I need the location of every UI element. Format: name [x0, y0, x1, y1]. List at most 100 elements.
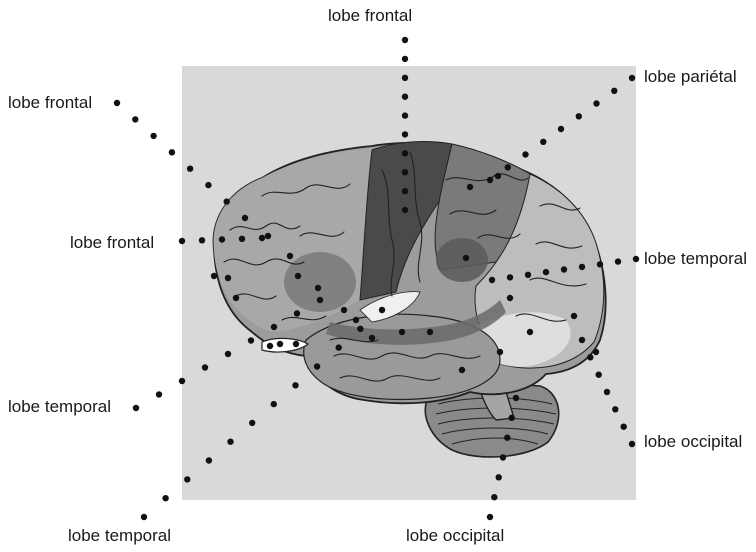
label-lobe-frontal-top: lobe frontal — [328, 6, 412, 26]
leader-lobe-frontal-mid-left — [179, 235, 265, 244]
leader-dot — [621, 424, 627, 430]
leader-lobe-temporal-lower-left — [133, 297, 323, 411]
leader-dot — [540, 139, 546, 145]
leader-dot — [179, 238, 185, 244]
leader-dot — [248, 337, 254, 343]
leader-dot — [596, 372, 602, 378]
leader-dot — [633, 256, 639, 262]
leader-dot — [379, 307, 385, 313]
leader-dot — [169, 149, 175, 155]
leader-dot — [206, 457, 212, 463]
region-marker-dot — [277, 341, 283, 347]
leader-dot — [132, 116, 138, 122]
leader-dot — [509, 415, 515, 421]
region-marker-dot — [225, 275, 231, 281]
leader-dot — [402, 131, 408, 137]
leader-dot — [141, 514, 147, 520]
leader-dot — [402, 112, 408, 118]
leader-dot — [205, 182, 211, 188]
leader-dot — [487, 177, 493, 183]
leader-lobe-temporal-right — [489, 256, 639, 283]
leader-dot — [225, 351, 231, 357]
leader-dot — [629, 75, 635, 81]
region-marker-dot — [353, 317, 359, 323]
leader-dot — [402, 207, 408, 213]
label-lobe-temporal-bottom-left: lobe temporal — [68, 526, 171, 546]
leader-dot — [500, 454, 506, 460]
leader-lobe-frontal-upper-left — [114, 100, 248, 221]
leader-dot — [587, 354, 593, 360]
leader-dot — [611, 88, 617, 94]
leader-dot — [579, 264, 585, 270]
region-marker-dot — [369, 335, 375, 341]
leader-dot — [271, 324, 277, 330]
leader-dot — [249, 420, 255, 426]
leader-dot — [202, 364, 208, 370]
region-marker-dot — [427, 329, 433, 335]
leader-dot — [314, 363, 320, 369]
leader-dot — [219, 236, 225, 242]
region-marker-dot — [467, 184, 473, 190]
region-marker-dot — [497, 349, 503, 355]
leader-dot — [357, 326, 363, 332]
region-marker-dot — [341, 307, 347, 313]
leader-dot — [402, 75, 408, 81]
leader-dot — [292, 382, 298, 388]
region-marker-dot — [399, 329, 405, 335]
leader-dot — [133, 405, 139, 411]
leader-dot — [114, 100, 120, 106]
leader-lobe-temporal-bottom-left — [141, 307, 385, 520]
label-lobe-frontal-mid-left: lobe frontal — [70, 233, 154, 253]
region-marker-dot — [495, 173, 501, 179]
leader-dot — [402, 188, 408, 194]
leader-dot — [543, 269, 549, 275]
leader-dot — [615, 258, 621, 264]
leader-dot — [227, 439, 233, 445]
leader-dot — [505, 164, 511, 170]
leader-dot — [558, 126, 564, 132]
leader-dot — [184, 476, 190, 482]
leader-dot — [629, 441, 635, 447]
label-lobe-temporal-right: lobe temporal — [644, 249, 747, 269]
leader-dot — [239, 236, 245, 242]
leader-dot — [242, 215, 248, 221]
leader-lobe-frontal-top — [402, 37, 408, 213]
region-marker-dot — [315, 285, 321, 291]
leader-dot — [597, 261, 603, 267]
region-marker-dot — [571, 313, 577, 319]
label-lobe-occipital-right: lobe occipital — [644, 432, 742, 452]
region-marker-dot — [233, 295, 239, 301]
leader-dot — [513, 395, 519, 401]
label-lobe-parietal: lobe pariétal — [644, 67, 737, 87]
leader-dot — [336, 344, 342, 350]
leader-dot — [162, 495, 168, 501]
region-marker-dot — [527, 329, 533, 335]
leader-dot — [402, 94, 408, 100]
region-marker-dot — [463, 255, 469, 261]
leader-dot — [179, 378, 185, 384]
leader-dot — [402, 56, 408, 62]
leader-dot — [259, 235, 265, 241]
leader-dot — [294, 310, 300, 316]
leader-dot — [150, 133, 156, 139]
leader-lobe-parietal — [487, 75, 635, 183]
leader-dot — [487, 514, 493, 520]
region-marker-dot — [507, 295, 513, 301]
leader-dot — [612, 406, 618, 412]
leader-dot — [593, 100, 599, 106]
region-marker-dot — [265, 233, 271, 239]
region-marker-dot — [295, 273, 301, 279]
leader-dot — [402, 37, 408, 43]
region-marker-dot — [593, 349, 599, 355]
leader-dot — [199, 237, 205, 243]
leader-dot — [402, 150, 408, 156]
label-lobe-occipital-bottom: lobe occipital — [406, 526, 504, 546]
leader-dot — [491, 494, 497, 500]
leader-dot — [224, 198, 230, 204]
leader-lobe-occipital-right — [579, 337, 635, 447]
region-marker-dot — [211, 273, 217, 279]
leader-dot — [525, 272, 531, 278]
leader-dot — [504, 435, 510, 441]
